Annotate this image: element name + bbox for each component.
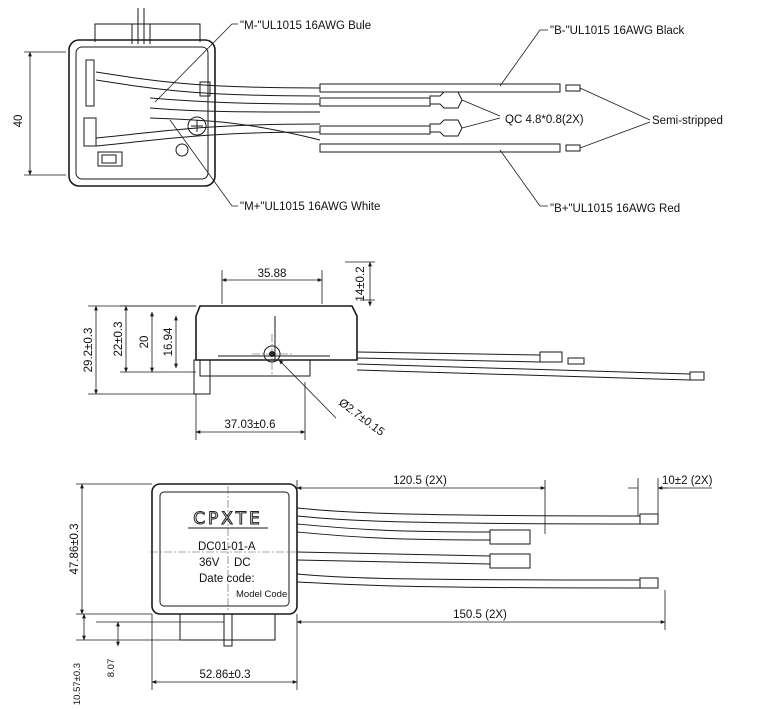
callout-m-minus: "M-"UL1015 16AWG Bule: [240, 20, 371, 32]
wire-blue: [319, 97, 431, 107]
dim-47-86: 47.86±0.3: [69, 523, 81, 574]
top-view: 40 "M-"UL1015 16AWG Bule "B-"UL1015 16AW…: [13, 8, 723, 215]
date-code-label: Date code:: [199, 573, 255, 585]
wire-red: [319, 143, 561, 153]
dim-37: 37.03±0.6: [224, 419, 275, 431]
dim-20: 20: [139, 336, 151, 349]
housing-outline: [68, 39, 216, 187]
screw-icon: [187, 116, 207, 136]
dim-10-57: 10.57±0.3: [72, 663, 83, 705]
callout-m-plus: "M+"UL1015 16AWG White: [240, 201, 380, 213]
callout-b-minus: "B-"UL1015 16AWG Black: [550, 25, 685, 37]
dim-52-86: 52.86±0.3: [199, 669, 250, 681]
dim-35-88: 35.88: [258, 268, 287, 280]
dim-16-94: 16.94: [163, 327, 175, 356]
dim-29-2: 29.2±0.3: [83, 328, 95, 373]
callout-semi-stripped: Semi-stripped: [652, 115, 723, 127]
dim-hole: Ø2.7±0.15: [336, 397, 386, 439]
current-type-label: DC: [234, 557, 251, 569]
dim-40: 40: [13, 115, 25, 128]
front-view: CPXTE DC01-01-A 36V DC Date code: Model …: [69, 475, 713, 705]
model-code-label: Model Code: [236, 589, 287, 600]
wire-black: [319, 83, 561, 93]
dim-8-07: 8.07: [106, 659, 117, 678]
housing-inner: [75, 46, 209, 180]
dim-120-5: 120.5 (2X): [393, 475, 447, 487]
dim-150-5: 150.5 (2X): [453, 609, 507, 621]
side-housing: [195, 305, 358, 361]
voltage-label: 36V: [199, 557, 220, 569]
qc-terminal: [429, 91, 463, 109]
callout-qc: QC 4.8*0.8(2X): [505, 114, 584, 126]
top-tab: [94, 23, 201, 42]
model-number: DC01-01-A: [198, 541, 256, 553]
side-view: 35.88 14±0.2 29.2±0.3 22±0.3 20 16.94 Ø2…: [83, 261, 705, 440]
dim-14: 14±0.2: [355, 266, 367, 301]
qc-terminal: [429, 119, 463, 137]
dim-10: 10±2 (2X): [662, 475, 713, 487]
wire-white: [319, 125, 431, 135]
dim-22: 22±0.3: [113, 321, 125, 356]
callout-b-plus: "B+"UL1015 16AWG Red: [550, 203, 680, 215]
brand-logo: CPXTE: [193, 509, 263, 529]
